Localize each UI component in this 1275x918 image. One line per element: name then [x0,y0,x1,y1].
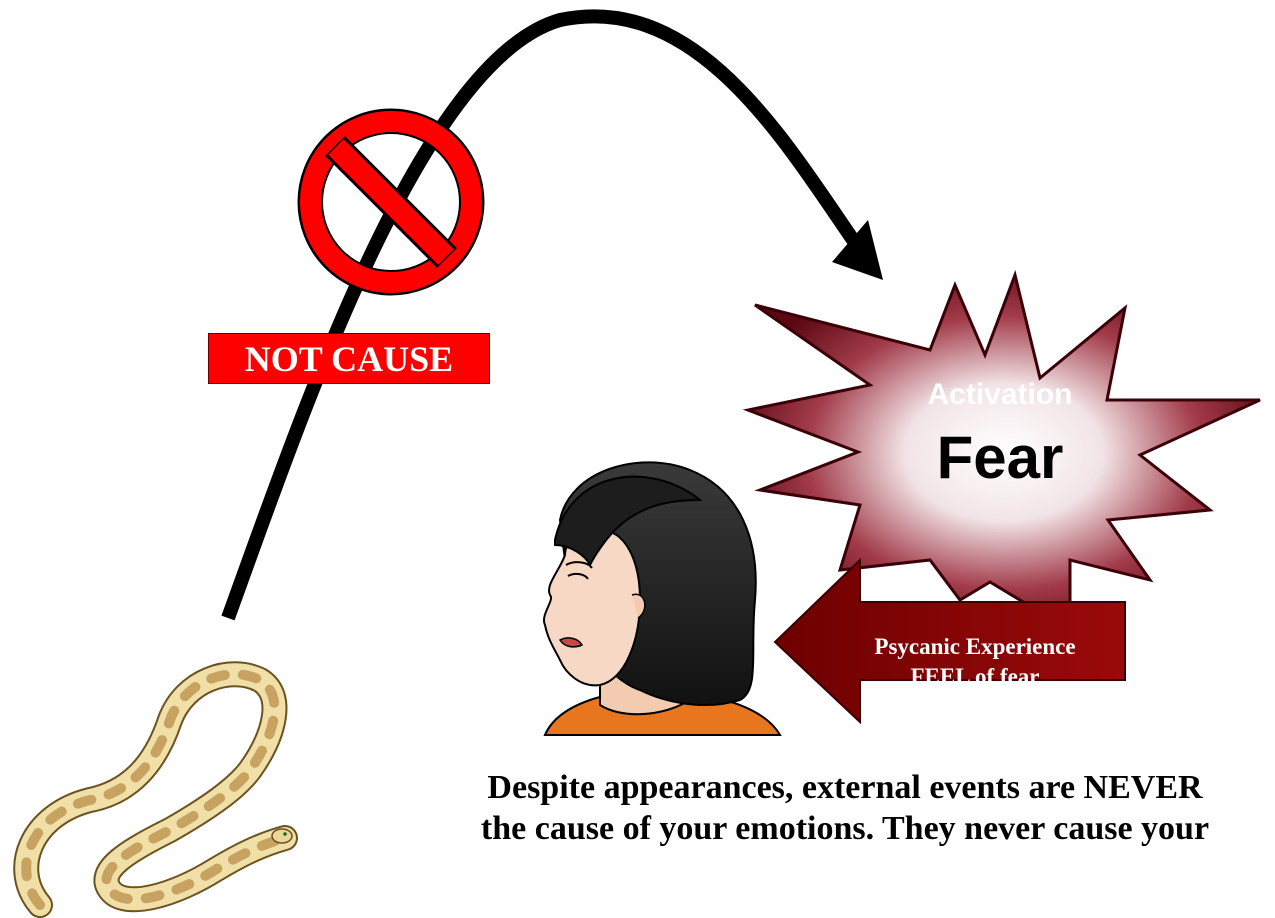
caption-line2: the cause of your emotions. They never c… [480,810,1210,847]
snake-illustration [13,661,298,918]
experience-arrow [773,557,1126,725]
curved-arrow [221,9,883,621]
caption: Despite appearances, external events are… [420,767,1270,849]
worried-woman-illustration [542,461,782,736]
experience-arrow-line1: Psycanic Experience [874,634,1076,659]
activation-label: Activation [927,378,1073,411]
fear-starburst [742,269,1261,633]
not-cause-badge: NOT CAUSE [208,333,490,384]
fear-label: Fear [936,424,1064,491]
curved-arrow-head [832,220,883,280]
experience-arrow-text: Psycanic Experience FEEL of fear [825,632,1125,692]
prohibition-sign-icon [297,108,485,296]
caption-line1: Despite appearances, external events are… [487,769,1203,806]
experience-arrow-line2: FEEL of fear [910,664,1040,689]
